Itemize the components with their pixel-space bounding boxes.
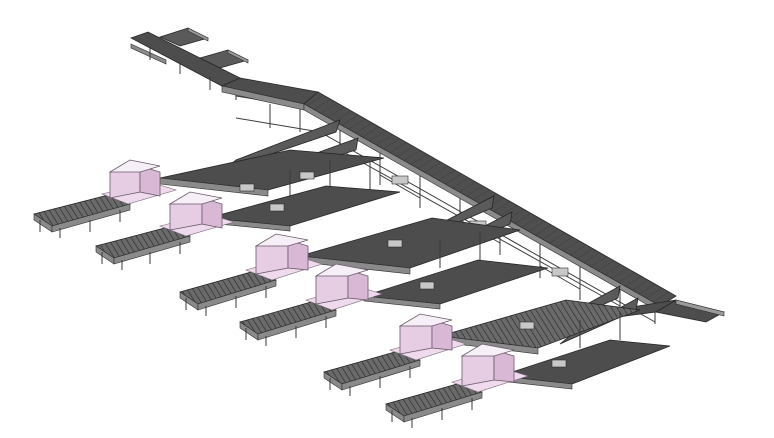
packing-box-6 — [460, 343, 515, 387]
packing-station-5 — [323, 313, 468, 396]
packing-station-2 — [95, 191, 236, 270]
packing-station-6 — [385, 343, 530, 428]
packing-box-2 — [168, 191, 223, 231]
branch-line-1 — [159, 119, 401, 232]
packing-station-1 — [33, 159, 178, 238]
discharge-chute-rail — [675, 299, 725, 317]
packing-box-3 — [254, 233, 309, 275]
packing-box-4 — [314, 263, 369, 305]
branch-line-2 — [299, 195, 549, 310]
packing-station-4 — [239, 263, 384, 346]
infeed-section — [130, 27, 250, 100]
packing-box-5 — [398, 313, 453, 355]
packing-station-3 — [179, 233, 324, 316]
packing-box-1 — [108, 159, 161, 199]
